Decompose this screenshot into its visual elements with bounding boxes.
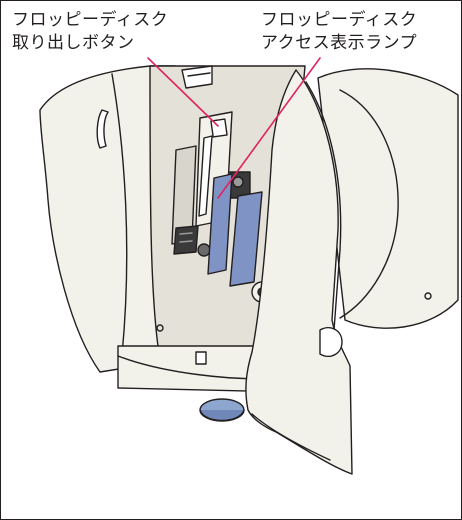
- callout-eject-button: フロッピーディスク 取り出しボタン: [12, 9, 168, 55]
- leader-line-lamp: [217, 57, 321, 199]
- main-body-left: [39, 65, 176, 373]
- top-slot-2: [187, 72, 211, 77]
- leader-line-eject: [147, 57, 219, 127]
- callout-lamp-line2: アクセス表示ランプ: [261, 33, 418, 53]
- callout-eject-line1: フロッピーディスク: [12, 10, 169, 30]
- stand-foot-base: [199, 409, 245, 422]
- small-screw-hole-2: [424, 292, 432, 300]
- rear-housing-curve: [339, 89, 399, 319]
- usb-ports: [173, 225, 199, 255]
- audio-jack: [197, 243, 211, 257]
- small-screw-hole: [156, 324, 164, 332]
- rear-housing: [317, 68, 459, 329]
- side-door-hinge-notch: [319, 326, 343, 358]
- top-slot-1: [181, 65, 213, 89]
- side-door-edge: [305, 81, 342, 331]
- callout-lamp-line1: フロッピーディスク: [261, 10, 418, 30]
- side-door-bottom-edge: [251, 413, 331, 461]
- base-tray-notch: [195, 351, 207, 365]
- connector-strip-2: [229, 191, 263, 287]
- callout-eject-line2: 取り出しボタン: [12, 33, 135, 53]
- left-vent-slot: [96, 109, 109, 149]
- side-door-panel[interactable]: [245, 69, 353, 475]
- main-body-edge: [111, 73, 128, 356]
- port-round: [232, 176, 244, 188]
- connector-strip-1: [207, 173, 233, 275]
- callout-access-lamp: フロッピーディスク アクセス表示ランプ: [261, 9, 417, 55]
- usb-port-lines: [179, 232, 193, 243]
- floppy-drive-slot: [198, 135, 213, 217]
